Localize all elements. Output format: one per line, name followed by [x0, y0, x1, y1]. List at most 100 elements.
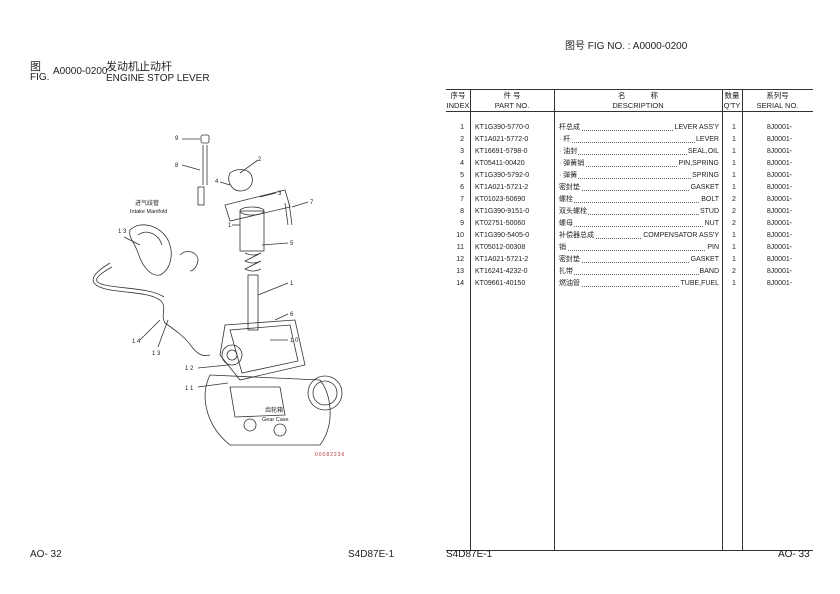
row-description-cn: · 弹簧销	[559, 160, 586, 167]
row-description: · 油封 SEAL,OIL	[559, 146, 719, 158]
row-description-en: SEAL,OIL	[686, 146, 719, 158]
row-part-no: KT02751-50060	[475, 220, 526, 227]
row-qty: 1	[732, 184, 736, 191]
row-part-no: KT05012-00308	[475, 244, 526, 251]
callout-2: 2	[258, 157, 262, 163]
row-description-en: PIN,SPRING	[677, 158, 719, 170]
row-description-cn: 密封垫	[559, 256, 581, 263]
row-part-no: KT1A021-5721-2	[475, 256, 529, 263]
row-serial: 8J0001-	[766, 208, 793, 215]
footer-left-model: S4D87E-1	[348, 549, 395, 560]
row-description-cn: 补偿器总成	[559, 232, 595, 239]
row-part-no: KT01023-50690	[475, 196, 526, 203]
gear-case-label-en: Gear Case	[262, 417, 289, 423]
callout-13b: 1 3	[152, 351, 161, 357]
row-qty: 2	[732, 208, 736, 215]
row-serial: 8J0001-	[766, 220, 793, 227]
row-index: 10	[456, 232, 464, 239]
callout-1a: 1	[228, 223, 232, 229]
row-qty: 1	[732, 280, 736, 287]
callout-4: 4	[215, 179, 219, 185]
row-description-en: LEVER	[695, 134, 719, 146]
callout-3: 3	[278, 191, 282, 197]
callout-11: 1 1	[185, 386, 194, 392]
row-qty: 1	[732, 244, 736, 251]
exploded-parts-diagram: 9 8 2 4 3 7 1 5 1 6 1 0 1 2 1 1 1 3 1 4 …	[92, 134, 343, 446]
callout-9: 9	[175, 136, 179, 142]
row-qty: 1	[732, 124, 736, 131]
row-serial: 8J0001-	[766, 184, 793, 191]
row-description-cn: 螺栓	[559, 196, 574, 203]
row-description-cn: · 油封	[559, 148, 579, 155]
row-index: 1	[460, 124, 464, 131]
row-serial: 8J0001-	[766, 172, 793, 179]
callout-12: 1 2	[185, 366, 194, 372]
row-description-cn: · 弹簧	[559, 172, 579, 179]
row-description-en: NUT	[703, 218, 719, 230]
page-title-en: ENGINE STOP LEVER	[106, 73, 210, 84]
row-description-cn: 销	[559, 244, 567, 251]
row-description-en: GASKET	[689, 182, 719, 194]
row-description-en: TUBE,FUEL	[679, 278, 719, 290]
row-description: 密封垫 GASKET	[559, 182, 719, 194]
row-qty: 2	[732, 268, 736, 275]
row-part-no: KT1A021-5772-0	[475, 136, 529, 143]
right-page-fig-header: 图号 FIG NO. : A0000-0200	[565, 41, 688, 52]
row-index: 5	[460, 172, 464, 179]
callout-6: 6	[290, 312, 294, 318]
row-description: 螺母 NUT	[559, 218, 719, 230]
row-description-cn: 杆总成	[559, 124, 581, 131]
row-description-cn: 燃油管	[559, 280, 581, 287]
row-qty: 2	[732, 220, 736, 227]
row-description: 杆总成 LEVER ASS'Y	[559, 122, 719, 134]
row-description-en: LEVER ASS'Y	[673, 122, 719, 134]
callout-1b: 1	[290, 281, 294, 287]
row-description-cn: · 杆	[559, 136, 572, 143]
row-part-no: KT16241-4232-0	[475, 268, 528, 275]
row-qty: 1	[732, 136, 736, 143]
row-part-no: KT1A021-5721-2	[475, 184, 529, 191]
row-description: · 弹簧销 PIN,SPRING	[559, 158, 719, 170]
row-index: 14	[456, 280, 464, 287]
row-part-no: KT1G390-5770-0	[475, 124, 530, 131]
row-index: 13	[456, 268, 464, 275]
row-part-no: KT09661-40150	[475, 280, 526, 287]
fig-label-cn: 图	[30, 61, 41, 73]
row-index: 12	[456, 256, 464, 263]
row-index: 3	[460, 148, 464, 155]
row-index: 9	[460, 220, 464, 227]
callout-8: 8	[175, 163, 179, 169]
row-serial: 8J0001-	[766, 124, 793, 131]
row-qty: 1	[732, 160, 736, 167]
row-index: 7	[460, 196, 464, 203]
gear-case-label-cn: 齿轮箱	[265, 406, 283, 414]
row-description-en: COMPENSATOR ASS'Y	[642, 230, 719, 242]
row-description-cn: 螺母	[559, 220, 574, 227]
row-description-cn: 密封垫	[559, 184, 581, 191]
row-index: 11	[456, 244, 464, 251]
footer-right-model: S4D87E-1	[446, 549, 493, 560]
row-serial: 8J0001-	[766, 136, 793, 143]
row-serial: 8J0001-	[766, 280, 793, 287]
callout-5: 5	[290, 241, 294, 247]
row-description-en: BAND	[698, 266, 719, 278]
row-qty: 2	[732, 196, 736, 203]
callout-14: 1 4	[132, 339, 141, 345]
row-description: 燃油管 TUBE,FUEL	[559, 278, 719, 290]
row-description-en: SPRING	[691, 170, 719, 182]
row-description-cn: 双头螺栓	[559, 208, 588, 215]
